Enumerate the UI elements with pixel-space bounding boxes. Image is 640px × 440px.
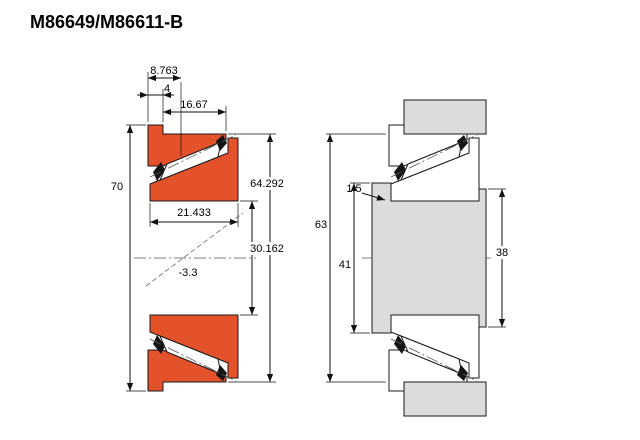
- roller-lower: [159, 335, 222, 375]
- mounted-cage-lower-right: [457, 365, 468, 381]
- mounted-cage-upper-right: [457, 135, 468, 151]
- mounted-cage-upper-left: [394, 162, 406, 181]
- mounted-cone-lower: [390, 314, 480, 379]
- cup-lower: [147, 349, 227, 392]
- housing-upper: [403, 99, 487, 135]
- label-backplate: [245, 177, 289, 190]
- page-title: M86649/M86611-B: [30, 12, 183, 32]
- leader-fillet: [361, 192, 386, 201]
- cage-lower-right: [216, 365, 227, 381]
- mounted-roller-lower: [400, 335, 463, 375]
- mounted-cup-lower: [388, 349, 468, 392]
- dim-label-flange-offset: 8.763: [150, 65, 178, 77]
- cage-upper-right: [216, 135, 227, 151]
- load-center-construction-line: [145, 212, 244, 287]
- mounting-view: 63 41 1.5 38: [315, 99, 513, 417]
- housing-lower: [403, 381, 487, 417]
- cage-upper-left: [153, 162, 165, 181]
- cone-lower: [149, 314, 239, 379]
- mounted-cone-upper: [390, 137, 480, 202]
- dim-label-fillet: 1.5: [346, 183, 361, 195]
- dim-label-width: 21.433: [177, 207, 211, 219]
- roller-upper: [159, 141, 222, 181]
- roller-axis-upper: [149, 134, 237, 178]
- dim-label-flange-od: 70: [111, 181, 123, 193]
- mounted-cage-lower-left: [394, 335, 406, 354]
- bearing-section-view: 8.763 4 16.67 70 64.292 21.433 30.162 -3…: [111, 65, 289, 392]
- dim-label-cup-od: 64.292: [250, 178, 284, 190]
- cone-upper: [149, 137, 239, 202]
- dim-label-cup-width: 16.67: [180, 99, 208, 111]
- mounted-roller-upper: [400, 141, 463, 181]
- dim-label-housing-bore: 63: [315, 219, 327, 231]
- cup-upper: [147, 124, 227, 167]
- dim-label-bore: 30.162: [250, 243, 284, 255]
- mounted-roller-axis-lower: [390, 338, 478, 382]
- roller-axis-lower: [149, 338, 237, 382]
- dim-label-flange-width: 4: [164, 83, 170, 95]
- mounted-roller-axis-upper: [390, 134, 478, 178]
- cage-lower-left: [153, 335, 165, 354]
- label-backplate: [245, 242, 289, 255]
- label-backplate: [491, 246, 513, 259]
- mounted-cup-upper: [388, 124, 468, 167]
- dim-label-abutment: 38: [496, 247, 508, 259]
- dim-label-shaft-shoulder: 41: [339, 259, 351, 271]
- shaft: [371, 182, 487, 334]
- dim-label-load-center: -3.3: [179, 267, 198, 279]
